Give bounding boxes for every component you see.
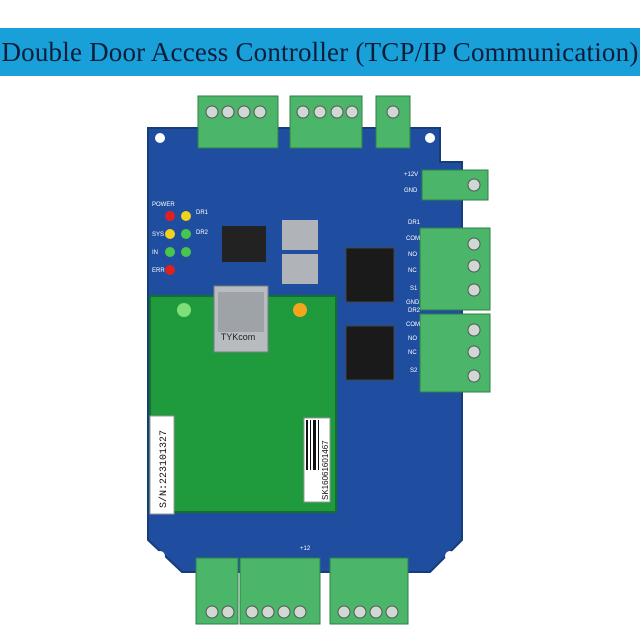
label-sys: SYS [152,232,164,238]
label-dr2: DR2 [196,230,209,236]
label-plus12-bottom: +12 [300,546,311,552]
bottom-terminal-blocks [195,557,409,625]
controller-board-photo: TYKcom S/N:223101327 SK16061601467 POWER… [147,95,491,625]
top-terminal-blocks [197,95,411,149]
label-err: ERR [152,268,165,274]
label-dr1: DR1 [196,210,209,216]
status-leds [165,211,191,275]
label-plus12v: +12V [404,172,418,178]
label-dr2-relay: DR2 [408,308,421,314]
serial-sticker: S/N:223101327 [149,415,175,515]
barcode-sticker: SK16061601467 [303,417,331,503]
label-in: IN [152,250,158,256]
relay-label-2: NC [408,268,417,274]
module-led-yellow [293,303,307,317]
module-brand-label: TYKcom [221,332,256,342]
right-terminal-blocks [419,169,491,393]
ic-chip [222,226,266,262]
relay-label-7: NC [408,350,417,356]
regulator-1 [282,220,318,250]
label-gnd: GND [404,188,418,194]
title-banner: Double Door Access Controller (TCP/IP Co… [0,28,640,76]
relay-label-3: S1 [410,286,418,292]
regulator-2 [282,254,318,284]
relay-label-5: COM [406,322,420,328]
relay-1 [345,247,395,303]
barcode-sticker-text: SK16061601467 [321,440,330,500]
relay-label-4: GND [406,300,420,306]
relay-2 [345,325,395,381]
relay-label-0: COM [406,236,420,242]
relay-label-6: NO [408,336,417,342]
mounting-holes [155,133,455,561]
serial-sticker-text: S/N:223101327 [158,430,170,508]
relay-label-8: S2 [410,368,418,374]
banner-title: Double Door Access Controller (TCP/IP Co… [1,36,639,67]
relay-label-1: NO [408,252,417,258]
label-dr1-relay: DR1 [408,220,421,226]
module-led-green [177,303,191,317]
label-power: POWER [152,202,175,208]
